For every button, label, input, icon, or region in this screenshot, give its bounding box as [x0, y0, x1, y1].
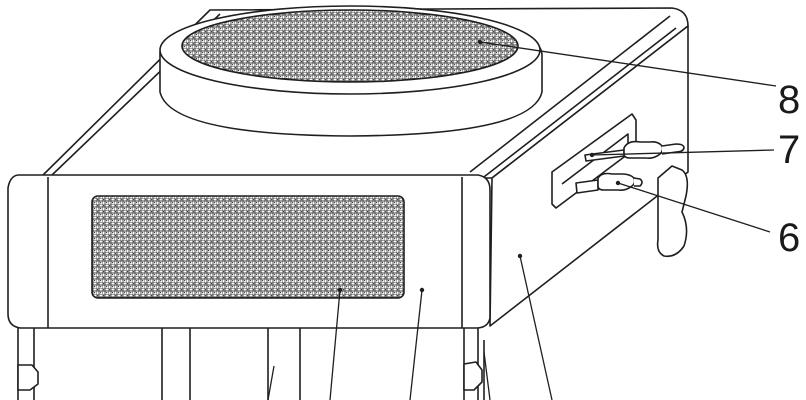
- leader-line-7: [591, 149, 775, 156]
- leader-dot-bottom-3: [419, 287, 425, 293]
- leader-line-bottom-5: [483, 351, 491, 400]
- fan-grille: [181, 9, 519, 83]
- leader-dot-8: [477, 39, 483, 45]
- leader-dot-7: [589, 152, 595, 158]
- leader-line-6: [617, 182, 771, 233]
- housing-right-edge: [479, 27, 677, 181]
- right-hook: [463, 361, 483, 391]
- leader-dot-bottom-4: [517, 253, 523, 259]
- leader-line-bottom-4: [519, 255, 553, 400]
- leader-line-8: [479, 41, 777, 87]
- leader-line-bottom-3: [409, 289, 423, 400]
- callout-label-7: 7: [778, 128, 801, 172]
- leader-line-bottom-1: [267, 365, 275, 400]
- right-hanging-tab: [656, 165, 689, 258]
- callout-label-6: 6: [778, 216, 801, 260]
- leader-line-bottom-2: [329, 289, 341, 400]
- housing-top-edge-right: [469, 15, 671, 173]
- left-hook: [17, 364, 39, 391]
- leader-dot-bottom-2: [337, 287, 343, 293]
- leader-dot-6: [615, 180, 621, 186]
- front-grille-frame: [91, 195, 405, 299]
- callout-label-8: 8: [778, 78, 801, 122]
